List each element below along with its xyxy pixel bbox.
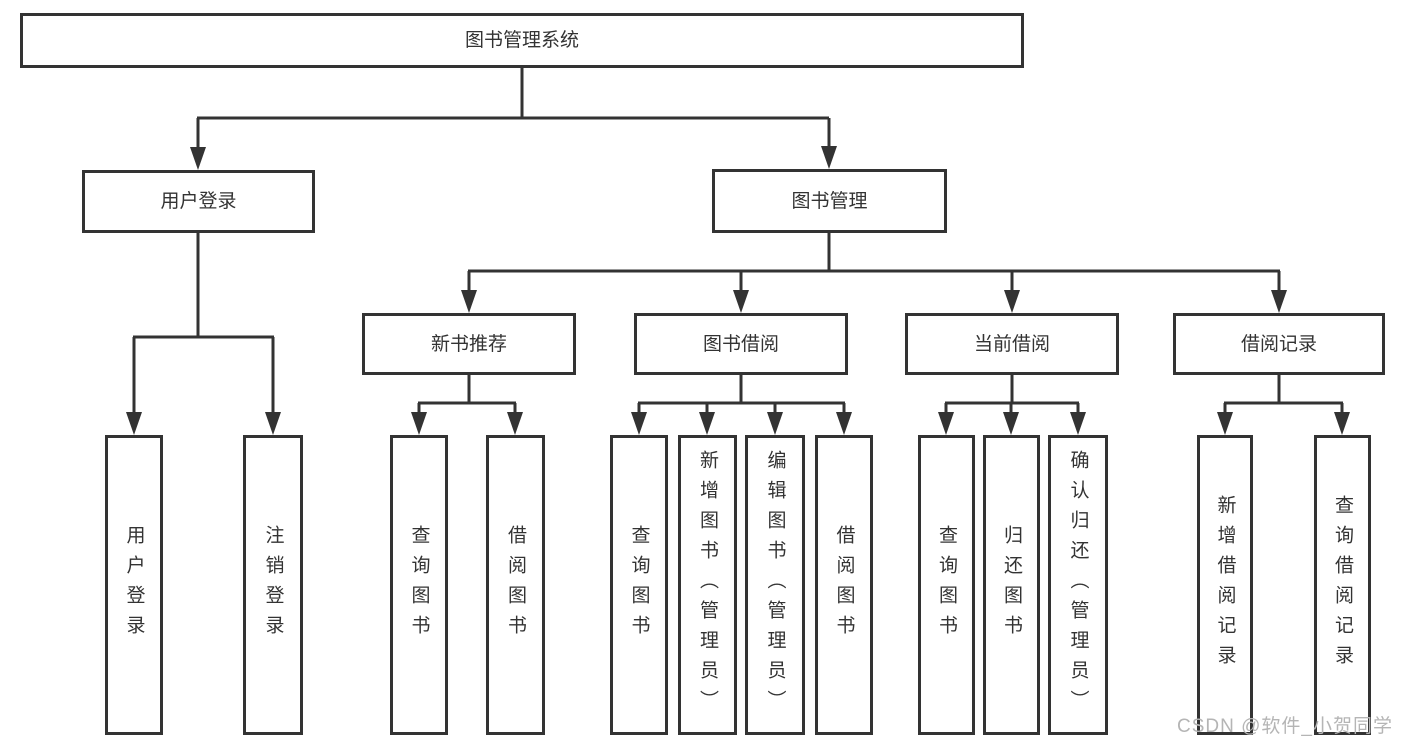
node-book-borrowing-label: 图书借阅 xyxy=(702,333,779,355)
node-borrowing-records: 借阅记录 xyxy=(1173,313,1385,375)
leaf-borrow-books: 借阅图书 xyxy=(486,435,545,735)
leaf-add-borrow-record-label: 新增借阅记录 xyxy=(1214,495,1236,675)
leaf-query-books-label: 查询图书 xyxy=(408,525,430,645)
leaf-borrow-books-2-label: 借阅图书 xyxy=(833,525,855,645)
leaf-user-login-label: 用户登录 xyxy=(123,525,145,645)
leaf-edit-book-admin: 编辑图书（管理员） xyxy=(745,435,805,735)
node-book-borrowing: 图书借阅 xyxy=(634,313,848,375)
leaf-return-books: 归还图书 xyxy=(983,435,1040,735)
node-current-borrowing-label: 当前借阅 xyxy=(973,333,1050,355)
leaf-query-books-3-label: 查询图书 xyxy=(936,525,957,645)
node-new-book-recommendation-label: 新书推荐 xyxy=(430,333,507,355)
node-user-login-label: 用户登录 xyxy=(160,191,237,212)
leaf-logout: 注销登录 xyxy=(243,435,303,735)
node-book-management: 图书管理 xyxy=(712,169,947,233)
leaf-query-books-2: 查询图书 xyxy=(610,435,668,735)
leaf-query-books: 查询图书 xyxy=(390,435,448,735)
leaf-query-borrow-record: 查询借阅记录 xyxy=(1314,435,1371,735)
node-library-system-label: 图书管理系统 xyxy=(464,30,579,51)
leaf-query-books-2-label: 查询图书 xyxy=(628,525,650,645)
leaf-borrow-books-2: 借阅图书 xyxy=(815,435,873,735)
leaf-confirm-return-admin-label: 确认归还（管理员） xyxy=(1067,450,1089,720)
node-book-management-label: 图书管理 xyxy=(791,190,868,212)
node-new-book-recommendation: 新书推荐 xyxy=(362,313,576,375)
leaf-borrow-books-label: 借阅图书 xyxy=(505,525,526,645)
leaf-user-login: 用户登录 xyxy=(105,435,163,735)
node-library-system: 图书管理系统 xyxy=(20,13,1024,68)
node-borrowing-records-label: 借阅记录 xyxy=(1240,333,1317,355)
leaf-return-books-label: 归还图书 xyxy=(1001,525,1022,645)
leaf-logout-label: 注销登录 xyxy=(262,525,284,645)
leaf-add-borrow-record: 新增借阅记录 xyxy=(1197,435,1253,735)
leaf-query-borrow-record-label: 查询借阅记录 xyxy=(1332,495,1353,675)
node-current-borrowing: 当前借阅 xyxy=(905,313,1119,375)
leaf-edit-book-admin-label: 编辑图书（管理员） xyxy=(764,450,786,720)
leaf-add-book-admin-label: 新增图书（管理员） xyxy=(697,450,718,720)
leaf-query-books-3: 查询图书 xyxy=(918,435,975,735)
leaf-add-book-admin: 新增图书（管理员） xyxy=(678,435,737,735)
node-user-login: 用户登录 xyxy=(82,170,315,233)
leaf-confirm-return-admin: 确认归还（管理员） xyxy=(1048,435,1108,735)
watermark-text: CSDN @软件_小贺同学 xyxy=(1177,716,1393,737)
